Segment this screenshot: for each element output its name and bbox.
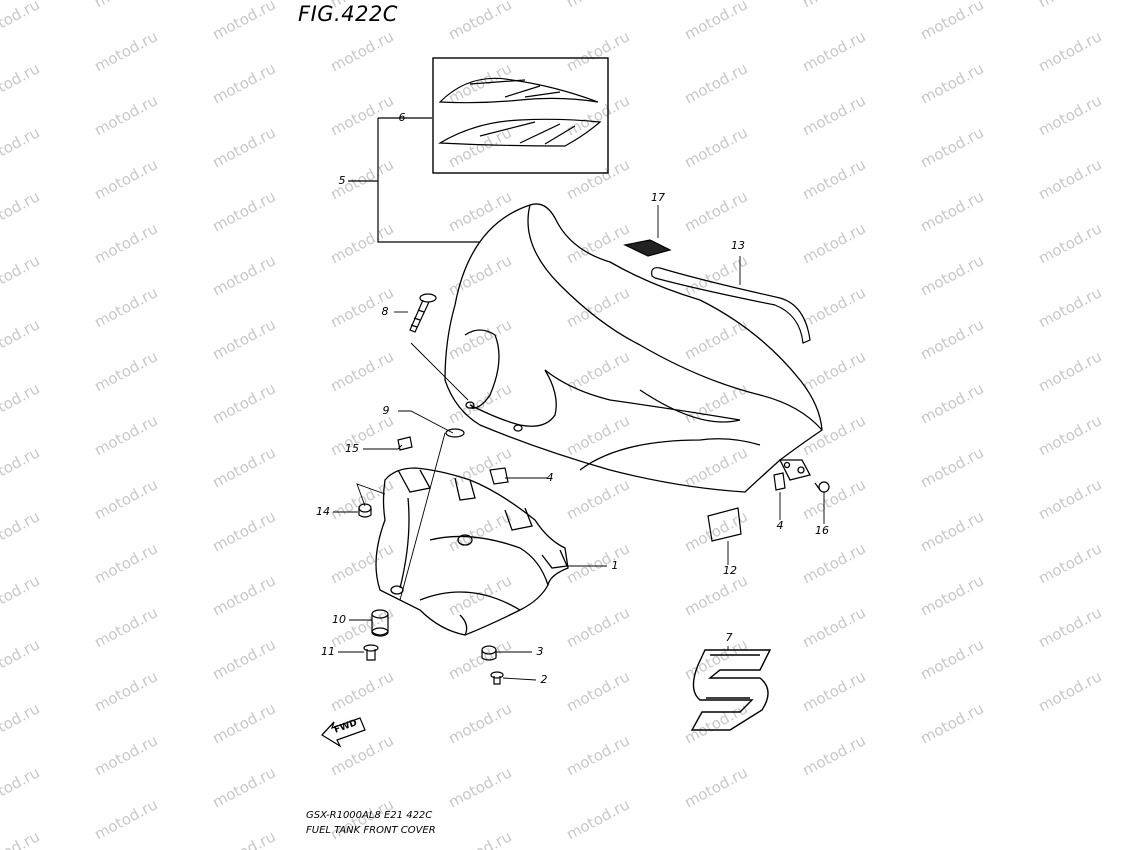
bolt-part: [409, 293, 437, 333]
figure-title: FIG.422C: [298, 2, 398, 26]
callout-4-upper: 4: [546, 471, 554, 484]
fuel-tank-front-cover: [444, 203, 823, 493]
cushion-pad: [623, 239, 672, 257]
decal-set-box: [432, 57, 609, 174]
callout-14: 14: [316, 505, 330, 518]
callout-13: 13: [731, 239, 745, 252]
callout-5: 5: [338, 174, 346, 187]
drain-hose: [651, 267, 811, 344]
callout-6: 6: [398, 111, 406, 124]
collar-part: [363, 644, 379, 661]
callout-8: 8: [381, 305, 389, 318]
callout-9: 9: [382, 404, 390, 417]
footer-model-code: GSX-R1000AL8 E21 422C: [306, 810, 433, 821]
damper-part: [371, 609, 389, 637]
rubber-pad: [707, 507, 742, 542]
washer-part: [445, 428, 465, 438]
nut-part: [397, 436, 413, 451]
clip-nut-upper: [489, 467, 509, 485]
callout-4-right: 4: [776, 519, 784, 532]
callout-16: 16: [815, 524, 829, 537]
leader-lines: [333, 117, 825, 681]
grommet-lower: [481, 645, 497, 661]
grommet-part: [358, 503, 372, 518]
fwd-arrow: [321, 717, 366, 748]
mounting-bracket: [375, 467, 569, 636]
emblem-part: [690, 649, 772, 731]
callout-12: 12: [723, 564, 737, 577]
callout-1: 1: [611, 559, 619, 572]
assembly-bracket: [348, 117, 480, 243]
footer-part-name: FUEL TANK FRONT COVER: [306, 825, 436, 836]
callout-11: 11: [321, 645, 335, 658]
callout-17: 17: [651, 191, 665, 204]
callout-10: 10: [332, 613, 346, 626]
bolt-lower: [490, 671, 504, 685]
callout-7: 7: [725, 631, 733, 644]
rivet-part: [814, 481, 830, 493]
callout-2: 2: [540, 673, 548, 686]
clip-nut-right: [773, 472, 786, 491]
callout-15: 15: [345, 442, 359, 455]
callout-3: 3: [536, 645, 544, 658]
